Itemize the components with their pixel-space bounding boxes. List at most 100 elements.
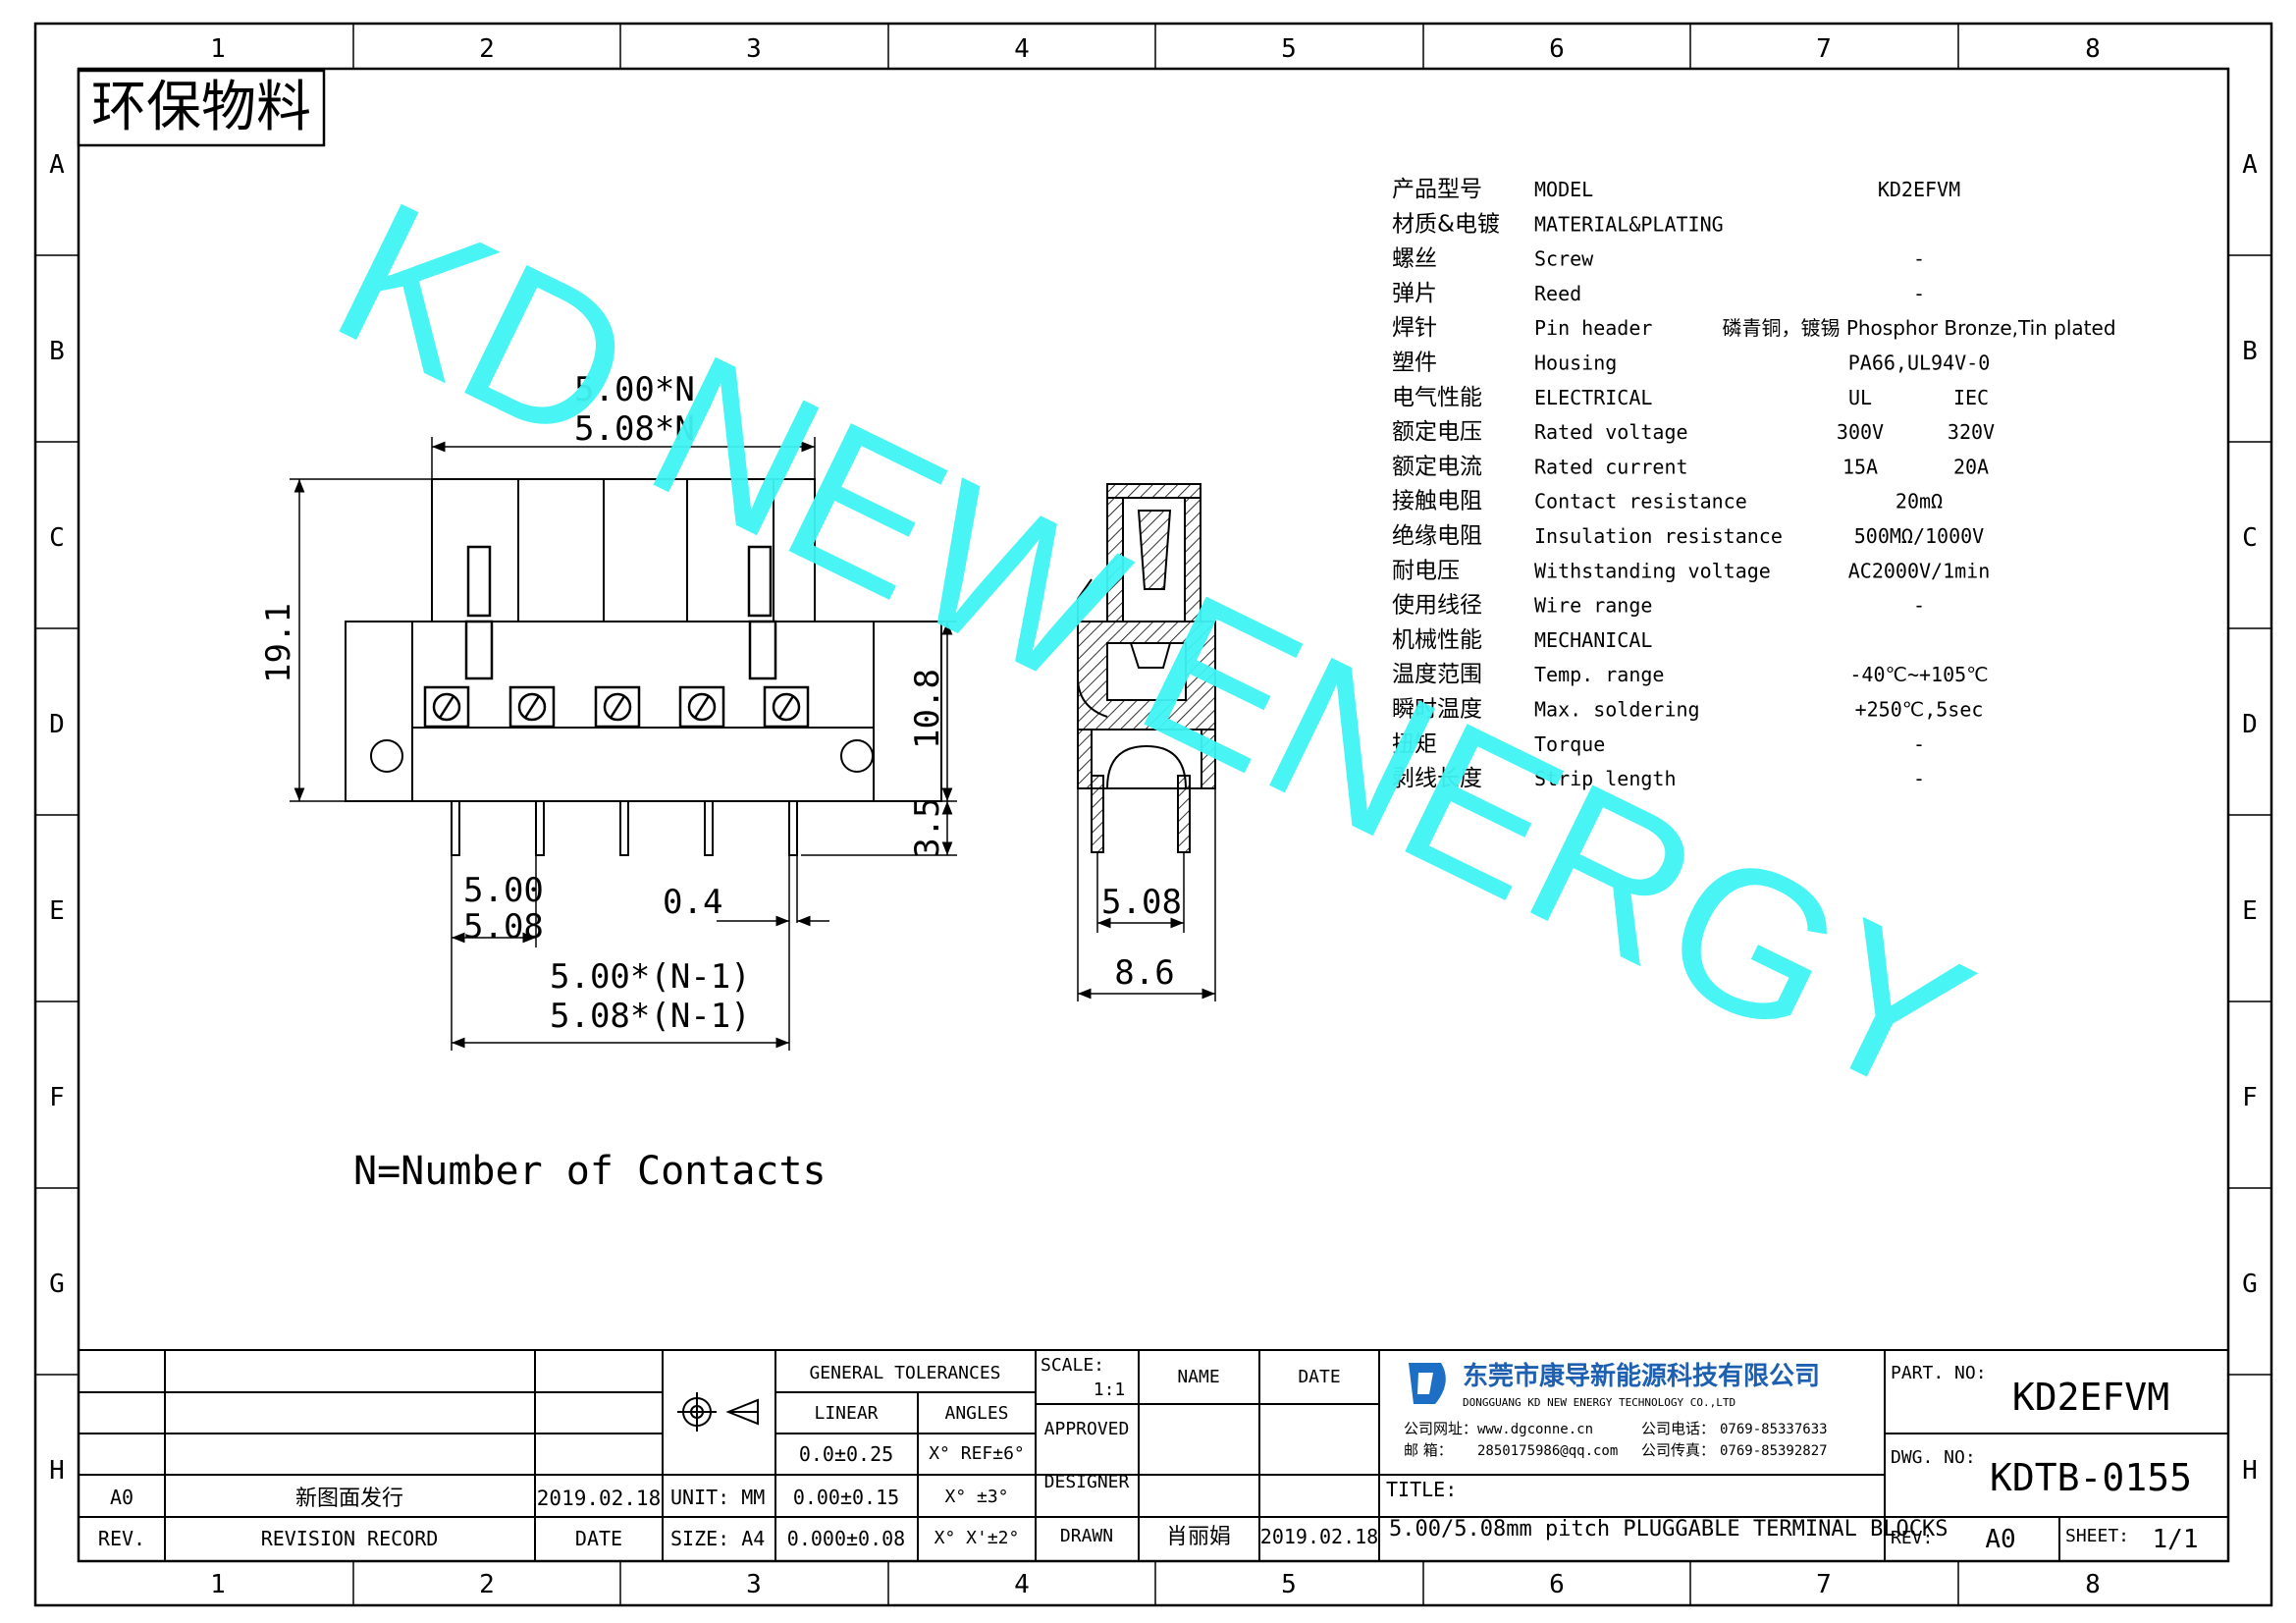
title-block-text: A0 新图面发行 2019.02.18 REV. REVISION RECORD… [98,1355,2199,1554]
side-view-dim-labels: 5.08 8.6 [1101,883,1182,993]
approved-label: APPROVED [1044,1419,1130,1439]
spec-value-ul: UL [1848,386,1872,409]
date-header-2: DATE [1298,1367,1340,1387]
part-no: KD2EFVM [2012,1376,2169,1419]
title-block [79,1349,2228,1561]
eco-material-label: 环保物料 [77,69,326,147]
dim-span-508: 5.08*(N-1) [550,997,751,1036]
spec-label-en: Reed [1534,282,1581,305]
fax-label: 公司传真： [1641,1441,1715,1459]
spec-label-cn: 瞬时温度 [1392,697,1482,723]
dim-pitch-total-500: 5.00*N [574,370,695,409]
row-label: C [2242,523,2258,553]
email: 2850175986@qq.com [1477,1443,1618,1459]
spec-label-cn: 温度范围 [1392,662,1482,687]
spec-label-en: Rated current [1534,455,1688,478]
date-header: DATE [575,1527,622,1550]
tolerance-linear-2: 0.00±0.15 [793,1486,899,1509]
projection-symbol-icon [677,1392,759,1432]
spec-label-en: Insulation resistance [1534,524,1783,548]
dwg-no: KDTB-0155 [1990,1456,2192,1499]
spec-value: +250℃,5sec [1855,698,1984,722]
rev-value: A0 [1985,1525,2015,1554]
spec-label-en: MATERIAL&PLATING [1534,212,1724,236]
row-label: B [49,337,65,366]
spec-value-ul: 15A [1842,455,1878,478]
spec-label-cn: 焊针 [1392,315,1437,341]
row-label: D [2242,710,2258,739]
row-label: D [49,710,65,739]
tolerance-linear-1: 0.0±0.25 [799,1442,893,1466]
col-label: 2 [479,34,495,64]
dim-span-500: 5.00*(N-1) [550,957,751,997]
rev-header: REV. [98,1527,145,1550]
row-label: A [49,150,65,180]
sheet-value: 1/1 [2153,1525,2199,1554]
spec-value: AC2000V/1min [1848,559,1991,582]
frame-column-labels: 1 2 3 4 5 6 7 8 1 2 3 4 5 6 7 8 [210,34,2101,1599]
tolerance-linear-3: 0.000±0.08 [787,1527,905,1550]
spec-label-en: Temp. range [1534,663,1664,686]
col-label: 7 [1816,34,1832,64]
col-label: 8 [2085,1570,2101,1599]
front-view-dimensions [290,437,957,1051]
scale-value: 1:1 [1094,1380,1126,1400]
col-label: 7 [1816,1570,1832,1599]
rev-label: REV: [1891,1528,1933,1548]
spec-label-cn: 扭矩 [1392,731,1437,757]
spec-value: -40℃~+105℃ [1849,663,1988,686]
col-label: 6 [1549,34,1565,64]
dim-pin-length: 3.5 [908,797,947,857]
rev-record-header: REVISION RECORD [261,1527,439,1550]
spec-value-ul: 300V [1837,420,1884,444]
drawn-date: 2019.02.18 [1260,1525,1378,1548]
website-label: 公司网址： [1404,1420,1477,1437]
eco-material-text: 环保物料 [91,76,311,139]
col-label: 1 [210,1570,226,1599]
row-label: B [2242,337,2258,366]
front-view-dim-labels: 5.00*N 5.08*N 19.1 10.8 3.5 5.00 5.08 0.… [259,370,947,1036]
dim-height-total: 19.1 [259,603,298,683]
dim-body-height: 10.8 [908,669,947,749]
col-label: 5 [1281,1570,1297,1599]
fax: 0769-85392827 [1720,1443,1828,1459]
designer-label: DESIGNER [1044,1472,1130,1492]
rev-record: 新图面发行 [295,1487,403,1511]
tolerance-angle-1: X° REF±6° [929,1443,1025,1464]
spec-label-en: Rated voltage [1534,420,1688,444]
spec-value: - [1913,247,1925,271]
spec-value: KD2EFVM [1878,178,1960,201]
general-tolerances: GENERAL TOLERANCES [809,1363,1000,1383]
company-logo-icon [1409,1363,1446,1404]
spec-label-en: Pin header [1534,316,1652,340]
rev-code: A0 [110,1486,133,1509]
row-label: C [49,523,65,553]
spec-value: - [1913,767,1925,790]
spec-label-en: ELECTRICAL [1534,386,1652,409]
row-label: G [2242,1270,2258,1299]
spec-value-iec: 320V [1948,420,1995,444]
spec-label-en: Strip length [1534,767,1677,790]
spec-label-cn: 材质&电镀 [1392,211,1500,237]
spec-label-en: Torque [1534,732,1605,756]
dim-pitch-500: 5.00 [463,871,544,910]
spec-label-en: Housing [1534,352,1617,375]
spec-value: 500MΩ/1000V [1854,524,1984,548]
col-label: 3 [746,1570,762,1599]
contacts-note: N=Number of Contacts [353,1149,827,1194]
scale-label: SCALE: [1041,1355,1104,1376]
spec-label-cn: 塑件 [1392,351,1437,376]
angles-header: ANGLES [944,1403,1008,1424]
spec-value-iec: 20A [1953,455,1989,478]
col-label: 4 [1014,34,1030,64]
col-label: 1 [210,34,226,64]
row-label: E [2242,896,2258,926]
spec-label-cn: 额定电压 [1392,419,1482,445]
email-label: 邮 箱： [1404,1441,1453,1459]
spec-label-en: Max. soldering [1534,698,1700,722]
spec-value: 磷青铜，镀锡 Phosphor Bronze,Tin plated [1722,316,2115,340]
tolerance-angle-3: X° X'±2° [934,1528,1020,1548]
col-label: 2 [479,1570,495,1599]
